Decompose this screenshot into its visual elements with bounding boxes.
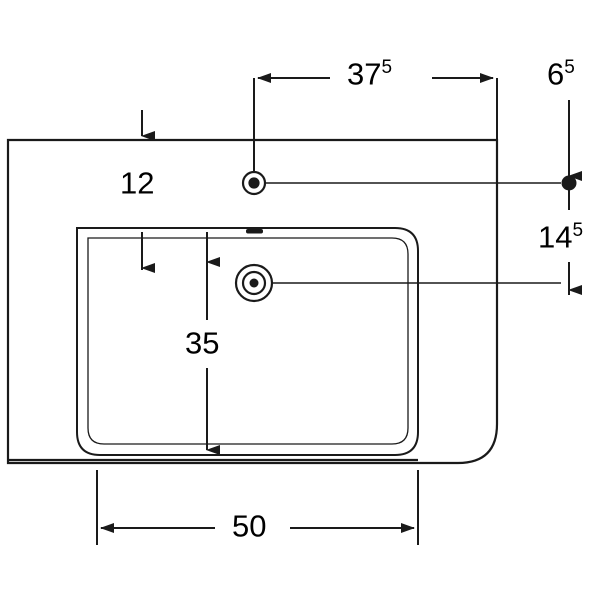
dimension-label-37-5: 375: [347, 58, 392, 89]
dimension-exponent-6: 5: [564, 57, 575, 78]
dimension-label-35: 35: [185, 327, 219, 358]
dimension-line-37-5: [253, 73, 498, 172]
washbasin-outline: [6, 138, 499, 465]
overflow-slot: [246, 229, 263, 234]
basin-bowl: [76, 227, 419, 456]
dimension-value-12: 12: [120, 165, 155, 201]
tap-hole-circle: [241, 170, 267, 196]
dimension-exponent-14: 5: [572, 220, 584, 241]
dimension-value-50: 50: [232, 508, 267, 544]
dimension-value-35: 35: [185, 325, 220, 361]
dimension-line-50: [96, 470, 419, 545]
drain-outlet-circle: [234, 263, 274, 303]
dimension-line-14-5: [272, 190, 582, 295]
dimension-exponent-37: 5: [381, 57, 393, 78]
dimension-value-6: 6: [547, 56, 565, 92]
dimension-label-6-5: 65: [547, 58, 575, 89]
right-edge-reference-dot: [561, 175, 577, 191]
dimension-label-50: 50: [232, 510, 266, 541]
dimension-label-14-5: 145: [538, 221, 583, 252]
dimension-value-37: 37: [347, 56, 382, 92]
dimension-value-14: 14: [538, 219, 573, 255]
dimension-line-6-5: [265, 100, 582, 184]
dimension-label-12: 12: [120, 167, 154, 198]
